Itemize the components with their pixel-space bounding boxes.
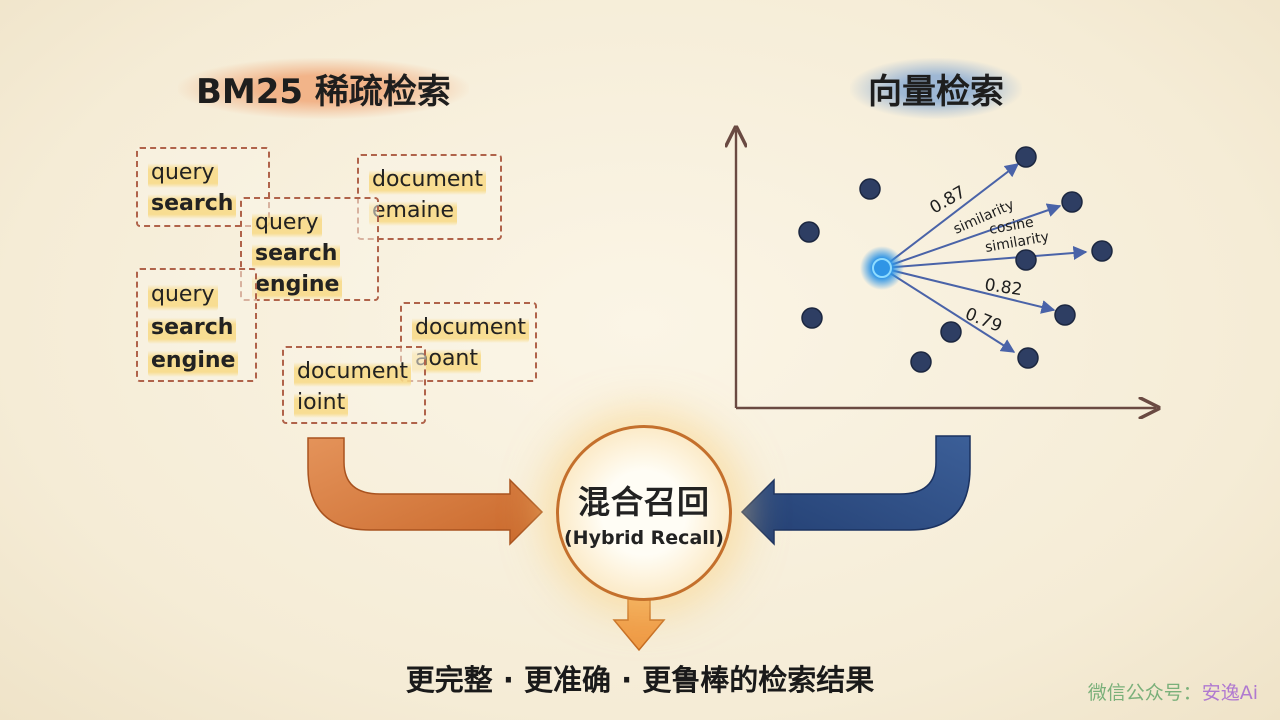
bm25-flow-arrow: [307, 437, 544, 546]
watermark: 微信公众号：安逸Ai: [1088, 678, 1258, 705]
bm25-card-2: query search engine: [240, 197, 379, 301]
vector-point: [859, 178, 881, 200]
card-term: query: [148, 157, 218, 188]
score-label: 0.87: [927, 182, 970, 218]
card-term: engine: [148, 344, 239, 377]
query-vector-point: [872, 258, 892, 278]
vector-point: [1054, 304, 1076, 326]
bm25-card-3: document emaine: [357, 154, 502, 240]
cosine-label: cosine: [988, 214, 1035, 238]
watermark-prefix: 微信公众号：: [1087, 682, 1202, 704]
vector-point: [1015, 146, 1037, 168]
watermark-name: 安逸Ai: [1201, 682, 1258, 704]
card-term: document: [369, 164, 486, 195]
score-label: 0.82: [983, 275, 1023, 300]
card-term: ioint: [294, 387, 349, 418]
similarity-arrow: [881, 203, 1062, 269]
hub-title-cn: 混合召回: [577, 483, 710, 521]
card-term: search: [148, 311, 237, 344]
vector-point: [910, 351, 932, 373]
similarity-arrow: [881, 246, 1088, 269]
card-term: emaine: [369, 195, 458, 226]
vector-point: [1015, 249, 1037, 271]
vector-flow-arrow: [740, 435, 971, 546]
card-term: engine: [252, 269, 343, 300]
card-term: search: [148, 188, 237, 219]
card-term: document: [412, 312, 529, 343]
bm25-card-4: query search engine: [136, 268, 257, 382]
card-term: document: [294, 356, 411, 387]
bm25-sparse-retrieval-title: BM25 稀疏检索: [178, 58, 469, 119]
similarity-arrow: [881, 267, 1016, 353]
bm25-card-5: document ioint: [282, 346, 426, 424]
card-term: query: [148, 278, 218, 311]
vector-point: [1091, 240, 1113, 262]
similarity-arrow: [881, 267, 1056, 314]
vector-point: [1061, 191, 1083, 213]
vector-point: [1017, 347, 1039, 369]
card-term: query: [252, 207, 322, 238]
vector-point: [798, 221, 820, 243]
hub-title-en: (Hybrid Recall): [564, 527, 724, 549]
card-term: search: [252, 238, 341, 269]
vector-point: [940, 321, 962, 343]
vector-point: [801, 307, 823, 329]
result-caption: 更完整 · 更准确 · 更鲁棒的检索结果: [405, 663, 875, 697]
vector-retrieval-title: 向量检索: [850, 58, 1022, 119]
similarity-arrow: [881, 163, 1020, 269]
result-down-arrow: [612, 595, 666, 652]
hybrid-recall-hub: 混合召回 (Hybrid Recall): [556, 425, 732, 601]
